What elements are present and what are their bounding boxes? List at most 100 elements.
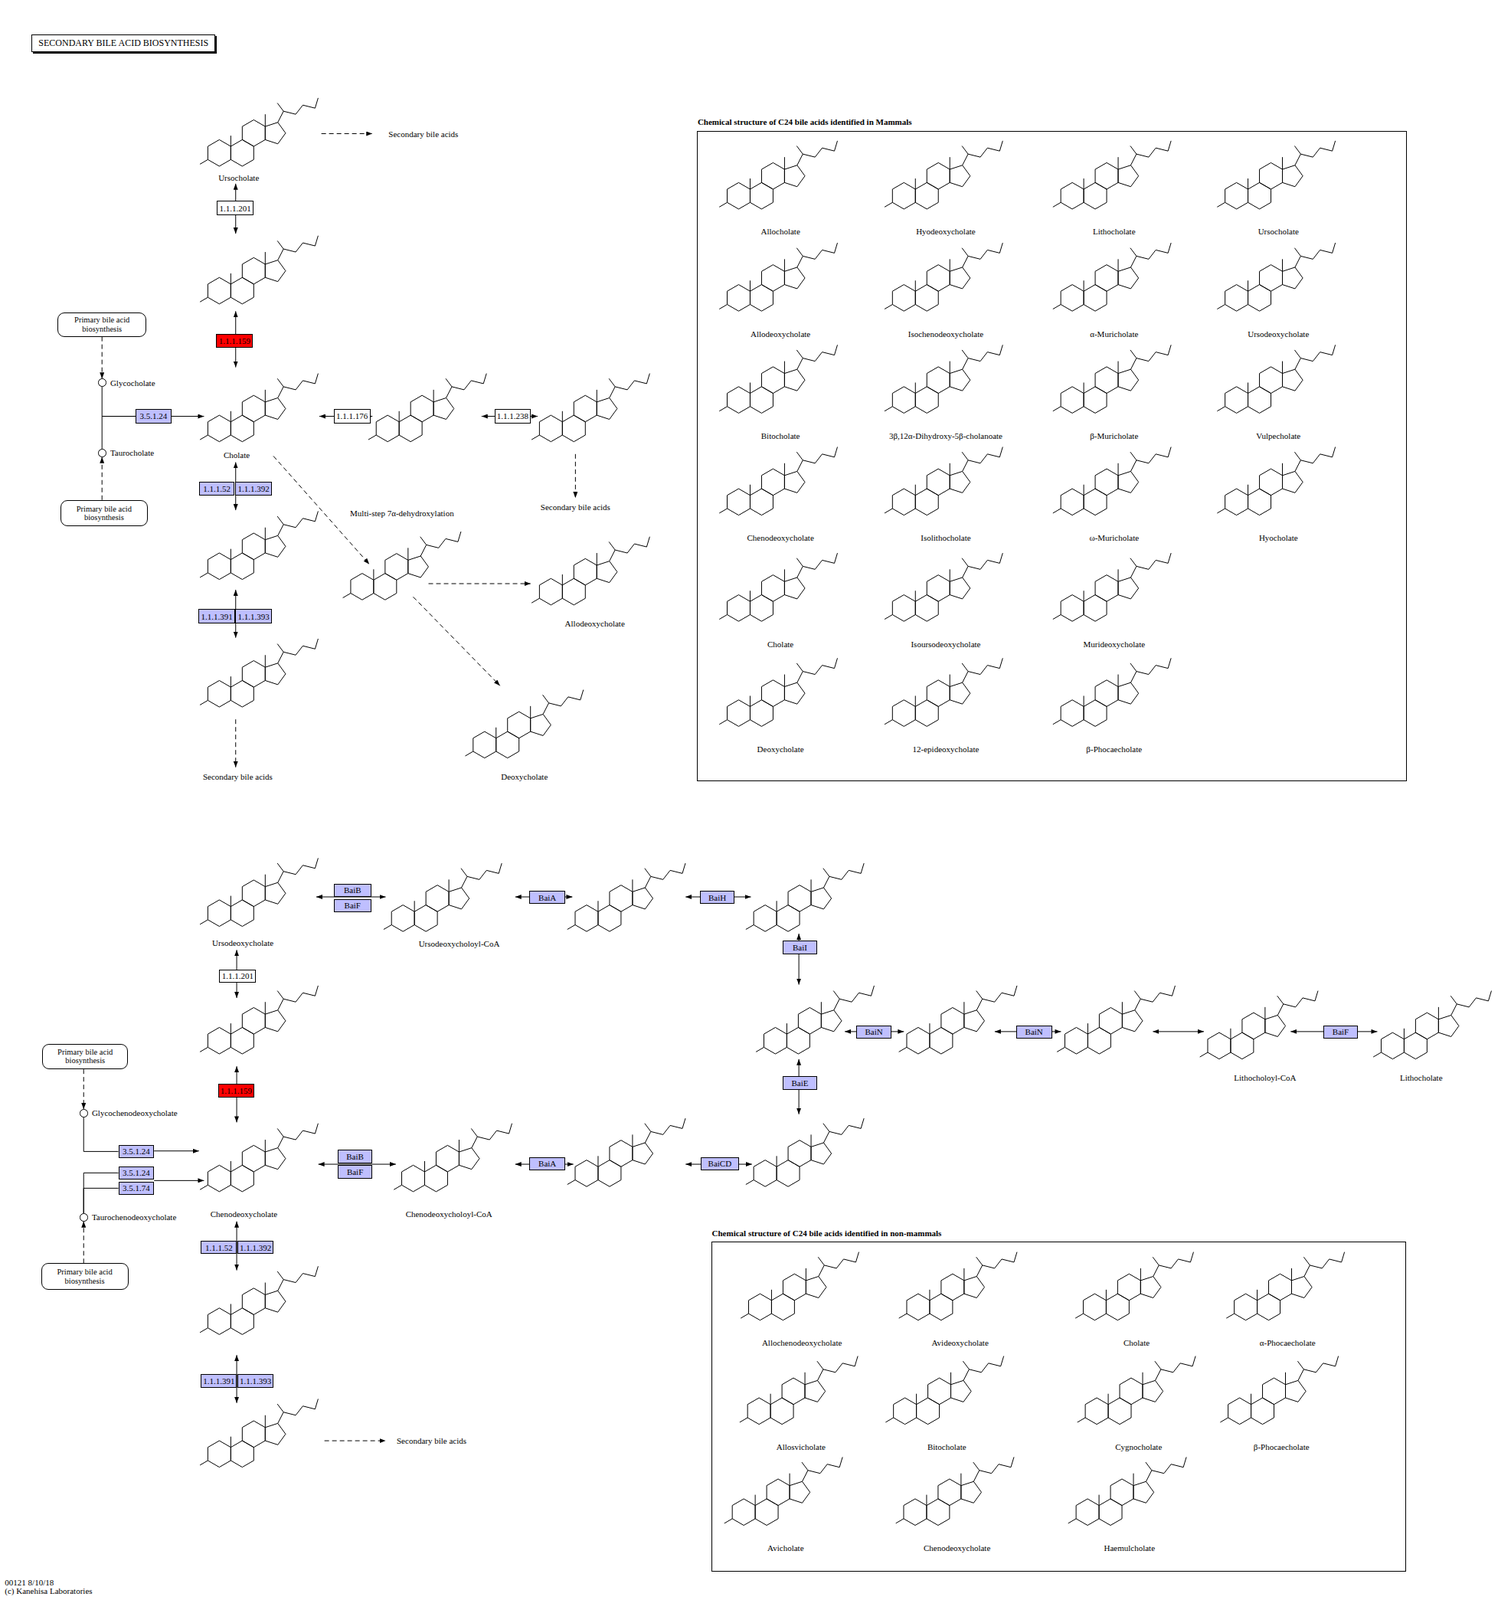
chemical-structure [884,242,1003,311]
pathway-map-link: Primary bile acid biosynthesis [42,1043,129,1070]
compound-name: Isochenodeoxycholate [907,328,985,339]
chemical-structure [1077,1356,1196,1425]
ring-skeleton [1053,242,1171,311]
enzyme-box-highlighted: 1.1.1.159 [215,333,253,349]
chemical-structure [719,140,838,210]
enzyme-box: 1.1.1.52 [200,1240,237,1254]
enzyme-box: BaiN [1016,1025,1053,1039]
chemical-structure [368,373,487,442]
node-text: BaiI [792,942,808,952]
node-text: Primary bile acid biosynthesis [61,315,144,334]
compound-name: Allocholate [759,226,801,237]
connector [83,1221,85,1264]
compound-name: Murideoxycholate [1082,638,1146,649]
enzyme-box: 1.1.1.392 [235,481,272,497]
chemical-structure [1053,344,1171,413]
ring-skeleton [1216,140,1335,210]
enzyme-box: 3.5.1.24 [118,1144,155,1158]
node-text: 1.1.1.393 [239,1376,272,1386]
ring-skeleton [884,344,1003,413]
node-text: BaiB [343,885,362,895]
ring-skeleton [393,1123,512,1192]
enzyme-box: 1.1.1.393 [235,608,272,624]
node-text: BaiN [1025,1026,1044,1037]
compound-name: Allochenodeoxycholate [761,1337,843,1348]
ring-skeleton [465,690,584,759]
chemical-structure [199,98,318,167]
compound-name: ω-Muricholate [1088,533,1140,543]
enzyme-box: 1.1.1.393 [237,1373,274,1387]
ring-skeleton [1077,1356,1196,1425]
ring-skeleton [199,235,318,305]
ring-skeleton [199,985,318,1054]
chemical-structure [739,1356,858,1425]
chemical-structure [745,863,864,932]
chemical-structure [719,657,838,727]
compound-name: Cholate [1122,1337,1151,1348]
node-text: 1.1.1.391 [202,1376,235,1386]
node-text: 3.5.1.24 [140,411,168,421]
enzyme-box: BaiB [333,883,372,897]
compound-circle: Glycochenodeoxycholate [79,1108,89,1118]
compound-circle: Taurochenodeoxycholate [79,1213,89,1222]
compound-name: Secondary bile acids [387,128,459,139]
compound-name: Chenodeoxycholate [922,1543,991,1554]
chemical-structure [719,447,838,516]
compound-name: α-Phocaecholate [1259,1337,1317,1348]
connector [101,457,103,501]
chemical-structure [343,531,462,600]
reaction-arrow [171,415,205,417]
compound-name: Chenodeoxycholoyl-CoA [405,1209,494,1220]
enzyme-box: 3.5.1.24 [135,408,172,424]
ring-skeleton [531,536,650,606]
ring-skeleton [745,1118,864,1187]
node-text: 3.5.1.74 [122,1183,151,1193]
chemical-structure [1216,140,1335,210]
chemical-structure [1373,990,1492,1060]
node-text: 1.1.1.159 [219,336,251,346]
chemical-structure [567,1118,686,1187]
compound-name: Lithocholate [1399,1072,1444,1083]
ring-skeleton [199,1398,318,1467]
compound-name: 3β,12α-Dihydroxy-5β-cholanoate [888,431,1004,442]
compound-name: Lithocholate [1092,226,1137,237]
compound-name: Ursodeoxycholate [211,938,275,949]
chemical-structure [899,985,1018,1054]
node-text: 1.1.1.391 [200,611,233,622]
enzyme-box: BaiCD [700,1157,739,1171]
ring-skeleton [1053,552,1171,622]
chemical-structure [531,373,650,442]
node-text: 1.1.1.176 [336,411,368,421]
compound-name: Chenodeoxycholate [745,533,815,543]
node-text: 1.1.1.392 [237,484,269,494]
compound-name: β-Muricholate [1089,431,1139,442]
compound-name: Isoursodeoxycholate [909,638,982,649]
enzyme-box: 3.5.1.74 [118,1181,155,1195]
enzyme-box: 1.1.1.238 [494,408,531,424]
node-text: 1.1.1.393 [237,611,269,622]
node-text: 1.1.1.159 [220,1085,252,1096]
chemical-structure [567,863,686,932]
ring-skeleton [1053,140,1171,210]
chemical-structure [740,1252,859,1321]
chemical-structure [199,373,318,442]
compound-name: Secondary bile acids [395,1435,468,1446]
enzyme-box: BaiE [782,1076,818,1090]
chemical-structure [719,552,838,622]
ring-skeleton [531,373,650,442]
chemical-structure [896,1456,1014,1525]
chemical-structure [465,690,584,759]
compound-name: Cygnocholate [1114,1442,1163,1453]
ring-skeleton [884,140,1003,210]
compound-name: Cholate [766,638,795,649]
node-text: BaiA [538,892,556,903]
reaction-arrow [153,1180,204,1181]
chemical-structure [1053,140,1171,210]
compound-name: Allodeoxycholate [749,328,812,339]
ring-skeleton [745,863,864,932]
chemical-structure [884,657,1003,727]
node-text: Taurochenodeoxycholate [91,1212,177,1222]
chemical-structure [383,863,502,932]
